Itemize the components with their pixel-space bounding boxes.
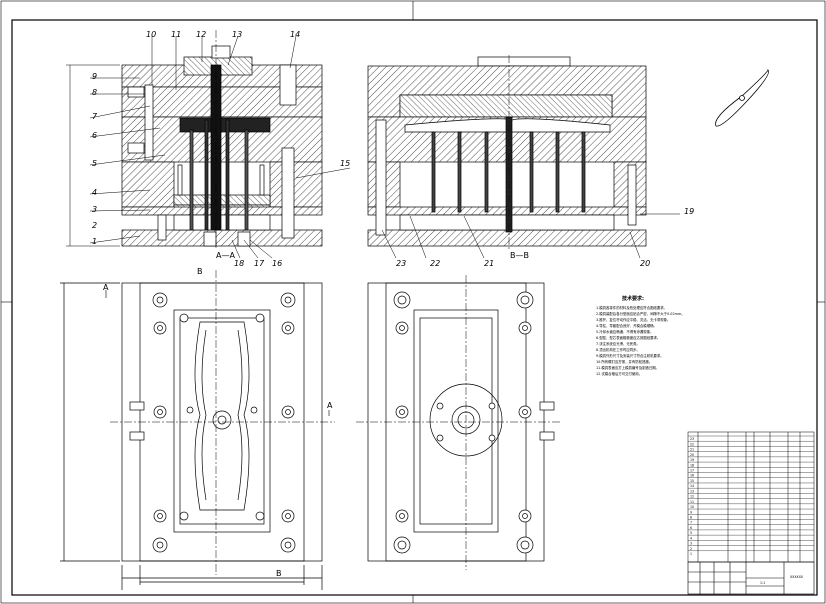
fan-blade-sketch [715, 69, 769, 127]
note-line: 5.冷却水道应畅通，不得有渗漏现象。 [596, 329, 653, 334]
part-label-12: 12 [196, 30, 206, 39]
part-label-17: 17 [254, 259, 265, 268]
bom-row-number: 8 [690, 515, 692, 519]
bom-row-number: 9 [690, 510, 692, 514]
part-label-1: 1 [92, 237, 97, 246]
bom-row-number: 21 [690, 448, 694, 452]
section-bb-title: B—B [510, 251, 529, 260]
part-label-3: 3 [92, 205, 97, 214]
part-label-23: 23 [396, 259, 406, 268]
bom-row-number: 7 [690, 521, 692, 525]
drawing-frame [11, 19, 818, 596]
note-line: 10.所有螺钉应拧紧，并有防松措施。 [596, 359, 652, 364]
leader-lines-aa [89, 35, 351, 259]
bom-row-number: 11 [690, 500, 694, 504]
leader-lines-bb [381, 213, 680, 259]
bom-row-number: 18 [690, 463, 694, 467]
bom-row-number: 12 [690, 495, 694, 499]
part-label-6: 6 [92, 131, 97, 140]
bom-row-number: 17 [690, 469, 694, 473]
part-label-13: 13 [232, 30, 242, 39]
section-bb-view [367, 55, 647, 250]
moving-half-bolt-circles [129, 292, 296, 553]
cut-label-a-left: A [103, 283, 109, 292]
part-label-22: 22 [430, 259, 440, 268]
part-label-20: 20 [640, 259, 650, 268]
cut-markers-a [105, 290, 330, 416]
fixed-half-plan-view [356, 275, 560, 570]
note-line: 6.型腔、型芯表面粗糙度应达到图纸要求。 [596, 335, 660, 340]
part-label-21: 21 [484, 259, 494, 268]
technical-notes: 技术要求: 1.模具各零件的材料及热处理应符合图纸要求。 2.模具装配后各分型面… [596, 295, 685, 376]
note-line: 4.导柱、导套配合良好，开模合模顺畅。 [596, 323, 657, 328]
bom-row-number: 4 [690, 536, 692, 540]
part-label-18: 18 [234, 259, 244, 268]
bom-row-number: 16 [690, 474, 694, 478]
part-label-9: 9 [92, 72, 97, 81]
bom-row-number: 20 [690, 453, 694, 457]
bom-row-number: 1 [690, 552, 692, 556]
bom-row-number: 5 [690, 531, 692, 535]
bom-row-lines [688, 435, 814, 551]
part-label-16: 16 [272, 259, 282, 268]
cut-label-a-right: A [327, 401, 333, 410]
bom-row-number: 3 [690, 542, 692, 546]
cut-label-b-bottom: B [276, 569, 282, 578]
bom-row-number: 22 [690, 442, 694, 446]
bom-row-number: 15 [690, 479, 694, 483]
bom-row-number: 2 [690, 547, 692, 551]
part-label-4: 4 [92, 188, 97, 197]
part-label-8: 8 [92, 88, 97, 97]
note-line: 9.模具外形尺寸及安装尺寸符合注射机要求。 [596, 353, 664, 358]
dimension-lines-aa [66, 64, 120, 247]
note-line: 7.浇注系统应光滑，无死角。 [596, 341, 640, 346]
part-label-2: 2 [92, 221, 97, 230]
note-line: 11.模具表面应打上模具编号及制造日期。 [596, 365, 659, 370]
cut-label-b-top: B [197, 267, 203, 276]
section-aa-view [121, 30, 323, 250]
bom-row-number: 13 [690, 489, 694, 493]
bom-row-number: 10 [690, 505, 694, 509]
note-line: 12.试模合格后方可交付使用。 [596, 371, 642, 376]
fixed-half-bolt-circles [393, 291, 555, 554]
part-label-5: 5 [92, 159, 97, 168]
part-label-11: 11 [171, 30, 181, 39]
moving-half-plan-view [60, 270, 335, 590]
notes-title: 技术要求: [622, 295, 644, 302]
part-label-7: 7 [92, 112, 98, 121]
bom-row-number: 6 [690, 526, 692, 530]
bom-row-number: 14 [690, 484, 694, 488]
part-label-15: 15 [340, 159, 350, 168]
note-line: 2.模具装配后各分型面应贴合严密，间隙不大于0.02mm。 [596, 311, 685, 316]
part-label-19: 19 [684, 207, 694, 216]
drawing-scale: 1:1 [760, 581, 765, 585]
note-line: 8.顶出机构在工作时应同步。 [596, 347, 640, 352]
title-block [687, 561, 815, 595]
part-label-14: 14 [290, 30, 300, 39]
note-line: 1.模具各零件的材料及热处理应符合图纸要求。 [596, 305, 667, 310]
bom-row-number: 23 [690, 437, 694, 441]
part-label-10: 10 [146, 30, 156, 39]
note-line: 3.推杆、复位杆动作应平稳、灵活，无卡滞现象。 [596, 317, 670, 322]
section-aa-title: A—A [216, 251, 235, 260]
drawing-code: XXXXXX [790, 575, 804, 579]
bom-row-number: 19 [690, 458, 694, 462]
